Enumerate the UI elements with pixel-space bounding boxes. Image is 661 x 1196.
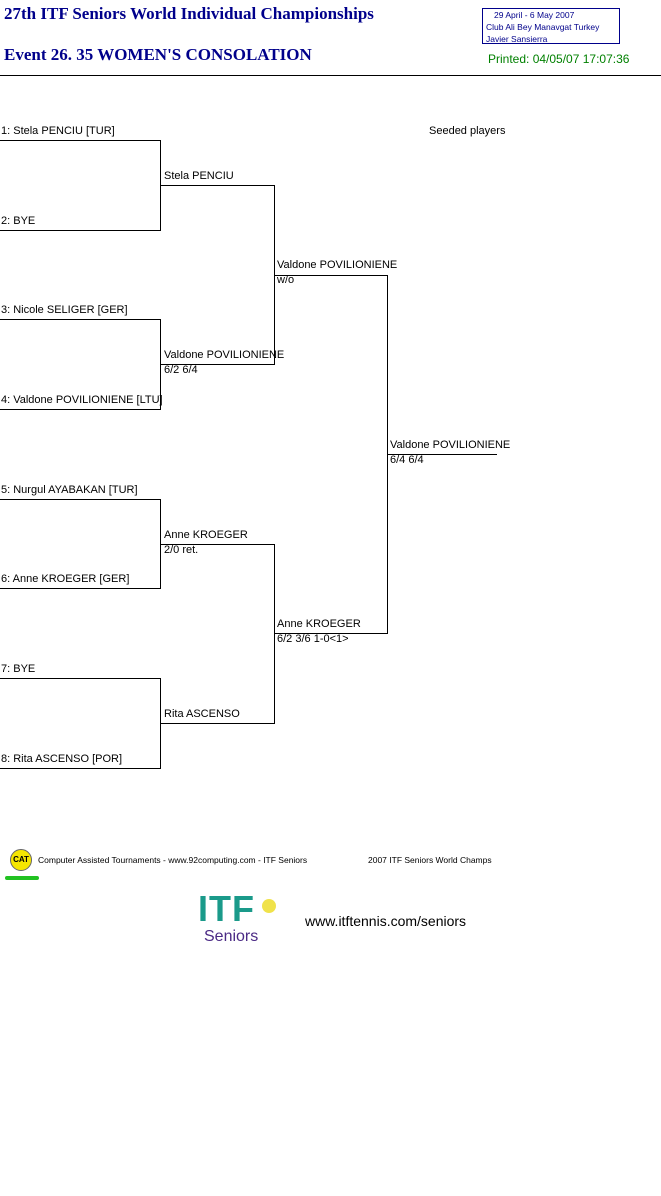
- bracket-line: [0, 768, 161, 769]
- draw-line-5: 5: Nurgul AYABAKAN [TUR]: [1, 484, 138, 496]
- bracket-line: [0, 230, 161, 231]
- final-winner: Valdone POVILIONIENE: [390, 439, 511, 451]
- round2-score-2: 6/2 6/4: [164, 364, 198, 376]
- draw-line-2: 2: BYE: [1, 215, 36, 227]
- semi-winner-2: Anne KROEGER: [277, 618, 361, 630]
- draw-line-3: 3: Nicole SELIGER [GER]: [1, 304, 128, 316]
- cat-logo-icon: CAT: [10, 849, 32, 871]
- bracket-line: [161, 544, 275, 545]
- printed-timestamp: Printed: 04/05/07 17:07:36: [488, 52, 630, 66]
- seeded-players-legend: Seeded players: [429, 125, 506, 137]
- info-venue: Club Ali Bey Manavgat Turkey: [486, 22, 600, 32]
- round2-winner-3: Anne KROEGER: [164, 529, 248, 541]
- draw-line-6: 6: Anne KROEGER [GER]: [1, 573, 130, 585]
- bracket-line: [0, 319, 161, 320]
- itf-seniors-logo-icon: ITF Seniors: [194, 888, 284, 948]
- itf-website-link[interactable]: www.itftennis.com/seniors: [305, 913, 467, 929]
- cat-underline: [5, 876, 39, 880]
- round2-winner-4: Rita ASCENSO: [164, 708, 240, 720]
- bracket-line: [0, 140, 161, 141]
- bracket-line: [0, 678, 161, 679]
- draw-line-8: 8: Rita ASCENSO [POR]: [1, 753, 123, 765]
- bracket-line: [160, 499, 161, 589]
- tennis-ball-icon: [262, 899, 276, 913]
- header-divider: [0, 75, 661, 76]
- itf-logo-subtext: Seniors: [204, 928, 259, 945]
- bracket-line: [274, 633, 388, 634]
- bracket-line: [0, 588, 161, 589]
- info-referee: Javier Sansierra: [486, 34, 548, 44]
- semi-score-1: w/o: [277, 274, 295, 286]
- bracket-line: [160, 140, 161, 231]
- bracket-line: [0, 409, 161, 410]
- draw-line-7: 7: BYE: [1, 663, 36, 675]
- bracket-line: [160, 678, 161, 769]
- draw-line-1: 1: Stela PENCIU [TUR]: [1, 125, 115, 137]
- semi-winner-1: Valdone POVILIONIENE: [277, 259, 398, 271]
- bracket-line: [0, 499, 161, 500]
- bracket-line: [161, 364, 275, 365]
- event-title: Event 26. 35 WOMEN'S CONSOLATION: [4, 45, 312, 64]
- bracket-line: [274, 544, 275, 724]
- bracket-line: [274, 275, 388, 276]
- bracket-line: [160, 319, 161, 410]
- bracket-line: [161, 185, 275, 186]
- round2-winner-1: Stela PENCIU: [164, 170, 234, 182]
- tournament-title: 27th ITF Seniors World Individual Champi…: [4, 4, 374, 23]
- round2-score-3: 2/0 ret.: [164, 544, 199, 556]
- info-dates: 29 April - 6 May 2007: [494, 10, 575, 20]
- event-short-name: 2007 ITF Seniors World Champs: [368, 855, 492, 865]
- round2-winner-2: Valdone POVILIONIENE: [164, 349, 285, 361]
- bracket-line: [161, 723, 275, 724]
- draw-line-4: 4: Valdone POVILIONIENE [LTU]: [1, 394, 163, 406]
- info-box: 29 April - 6 May 2007 Club Ali Bey Manav…: [482, 8, 620, 44]
- semi-score-2: 6/2 3/6 1-0<1>: [277, 633, 349, 645]
- software-credit: Computer Assisted Tournaments - www.92co…: [38, 855, 308, 865]
- final-score: 6/4 6/4: [390, 454, 424, 466]
- itf-logo-text: ITF: [198, 888, 255, 929]
- bracket-line: [387, 454, 497, 455]
